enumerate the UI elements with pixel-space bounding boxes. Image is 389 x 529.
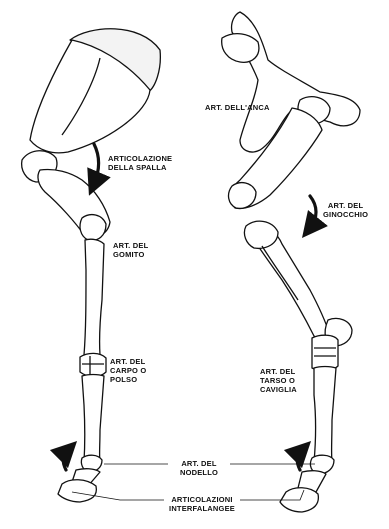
carpus-bones bbox=[80, 353, 106, 376]
hip-label-line-1: ART. DELL'ANCA bbox=[205, 103, 270, 112]
carpus-joint-label: ART. DEL CARPO O POLSO bbox=[110, 357, 146, 384]
elbow-olecranon bbox=[80, 215, 106, 241]
interphalangeal-label-line-1: ARTICOLAZIONI bbox=[164, 495, 240, 504]
shoulder-motion-arrow bbox=[94, 144, 99, 184]
radius bbox=[84, 239, 104, 357]
forelimb-drawing bbox=[22, 29, 161, 502]
tarsus-label-line-3: CAVIGLIA bbox=[260, 385, 297, 394]
hip-joint-label: ART. DELL'ANCA bbox=[205, 103, 270, 112]
tibia-head bbox=[244, 221, 278, 248]
fetlock-joint-label: ART. DEL NODELLO bbox=[168, 459, 230, 477]
hindlimb-drawing bbox=[222, 12, 360, 512]
interphalangeal-joints-label: ARTICOLAZIONI INTERFALANGEE bbox=[164, 495, 240, 513]
tarsus-bones bbox=[312, 335, 338, 371]
elbow-joint-label: ART. DEL GOMITO bbox=[113, 241, 148, 259]
coffin-bone bbox=[58, 480, 96, 502]
shoulder-label-line-1: ARTICOLAZIONE bbox=[108, 154, 172, 163]
fetlock-label-line-1: ART. DEL bbox=[168, 459, 230, 468]
carpus-label-line-3: POLSO bbox=[110, 375, 146, 384]
hind-cannon-bone bbox=[314, 367, 336, 466]
tarsus-label-line-2: TARSO O bbox=[260, 376, 297, 385]
cannon-bone bbox=[82, 375, 104, 466]
elbow-label-line-2: GOMITO bbox=[113, 250, 148, 259]
tarsus-label-line-1: ART. DEL bbox=[260, 367, 297, 376]
shoulder-label-line-2: DELLA SPALLA bbox=[108, 163, 172, 172]
stifle-label-line-2: GINOCCHIO bbox=[323, 210, 368, 219]
shoulder-joint-label: ARTICOLAZIONE DELLA SPALLA bbox=[108, 154, 172, 172]
stifle-motion-arrow bbox=[310, 196, 316, 228]
fetlock-label-line-2: NODELLO bbox=[168, 468, 230, 477]
pelvis-iliac-wing bbox=[222, 34, 259, 63]
carpus-label-line-2: CARPO O bbox=[110, 366, 146, 375]
stifle-joint-label: ART. DEL GINOCCHIO bbox=[323, 201, 368, 219]
fetlock-motion-arrow-right bbox=[297, 450, 302, 470]
carpus-label-line-1: ART. DEL bbox=[110, 357, 146, 366]
elbow-label-line-1: ART. DEL bbox=[113, 241, 148, 250]
interphalangeal-label-line-2: INTERFALANGEE bbox=[164, 504, 240, 513]
stifle-label-line-1: ART. DEL bbox=[323, 201, 368, 210]
tarsus-joint-label: ART. DEL TARSO O CAVIGLIA bbox=[260, 367, 297, 394]
fetlock-motion-arrow-left bbox=[63, 450, 68, 470]
